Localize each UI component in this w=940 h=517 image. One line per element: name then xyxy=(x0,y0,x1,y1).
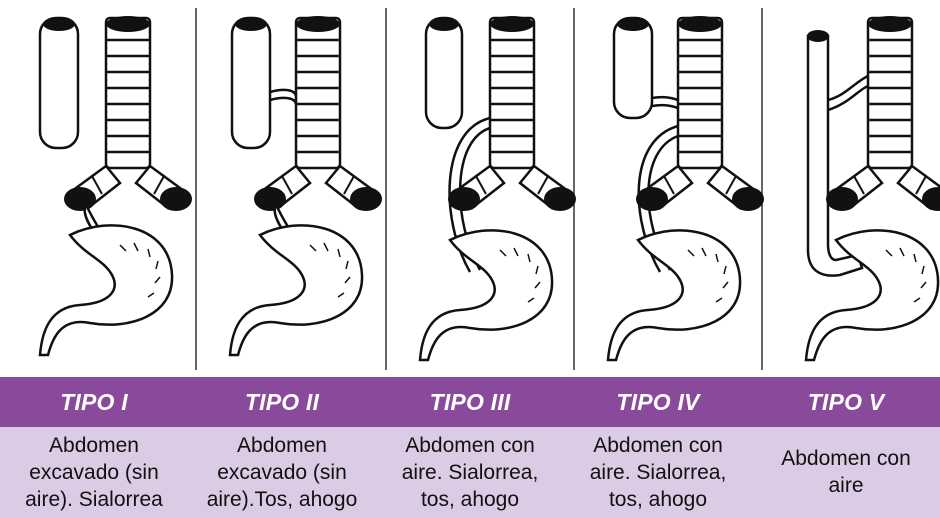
panel-3-illustration xyxy=(420,16,576,360)
types-header-band: TIPO I TIPO II TIPO III TIPO IV TIPO V xyxy=(0,377,940,427)
illustration-area xyxy=(0,0,940,377)
type-4-description: Abdomen con aire. Sialorrea, tos, ahogo xyxy=(564,427,752,517)
type-4-title: TIPO IV xyxy=(564,377,752,427)
panel-2-illustration xyxy=(230,16,382,355)
type-1-title: TIPO I xyxy=(0,377,188,427)
panel-1-illustration xyxy=(40,16,192,355)
type-2-title: TIPO II xyxy=(188,377,376,427)
types-description-band: Abdomen excavado (sin aire). Sialorrea A… xyxy=(0,427,940,517)
type-3-description: Abdomen con aire. Sialorrea, tos, ahogo xyxy=(376,427,564,517)
panel-4-illustration xyxy=(608,16,764,360)
type-5-title: TIPO V xyxy=(752,377,940,427)
type-3-title: TIPO III xyxy=(376,377,564,427)
panel-5-illustration xyxy=(806,16,940,360)
type-5-description: Abdomen con aire xyxy=(752,427,940,517)
type-2-description: Abdomen excavado (sin aire).Tos, ahogo xyxy=(188,427,376,517)
type-1-description: Abdomen excavado (sin aire). Sialorrea xyxy=(0,427,188,517)
